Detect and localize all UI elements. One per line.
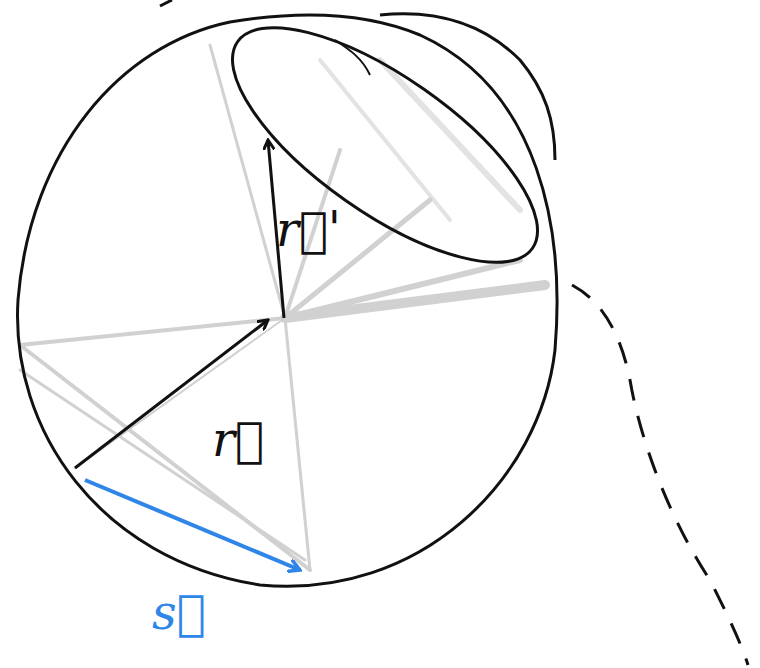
cap-curl [335,40,370,75]
cap-ellipse [199,0,572,304]
top-tick [160,0,172,6]
dashed-trail [572,285,748,665]
vector-label: r⃗' [276,205,341,253]
vector-r [75,320,268,468]
sphere-outline [18,15,557,586]
vector-s [85,480,300,570]
vector-label: s⃗ [152,588,205,636]
outer-stroke [380,14,555,160]
vector-label: r⃗ [212,415,264,463]
